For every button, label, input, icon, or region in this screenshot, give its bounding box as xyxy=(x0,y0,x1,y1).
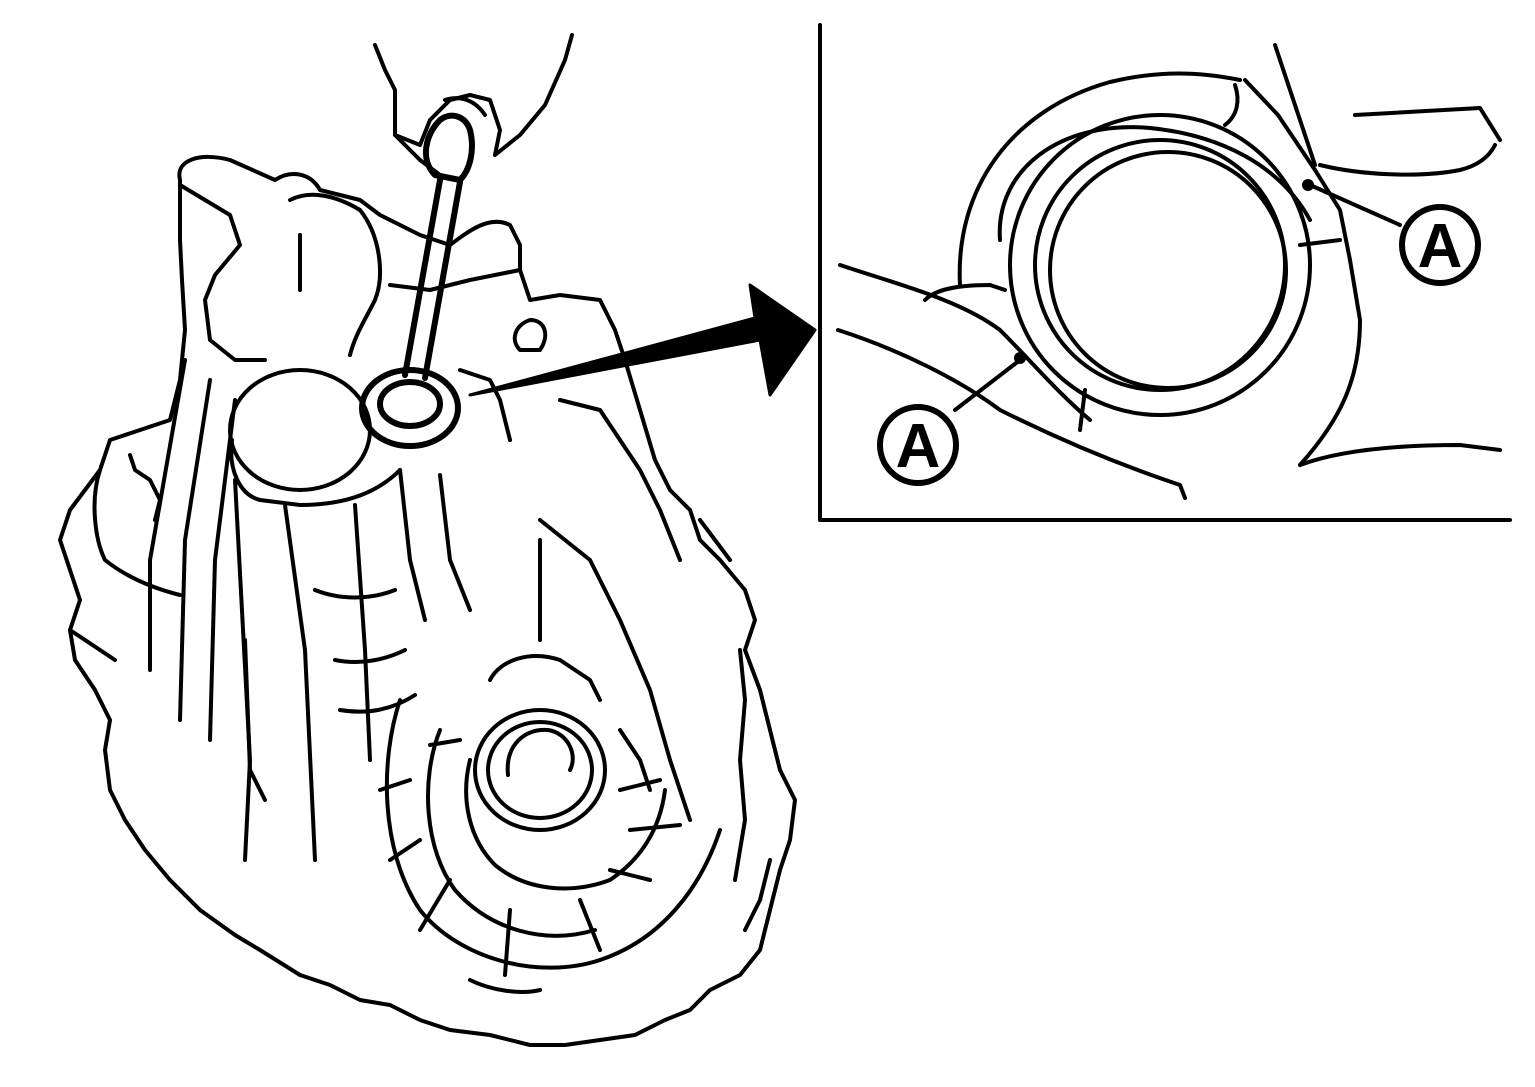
callout-a-upper: A xyxy=(1399,204,1481,286)
seal-middle-ring xyxy=(1033,138,1287,392)
inset-frame xyxy=(818,23,1512,522)
case-outline xyxy=(58,154,797,1047)
detail-inset: A A xyxy=(818,23,1512,522)
callout-a-upper-label: A xyxy=(1418,212,1463,281)
oil-seal xyxy=(359,367,461,449)
seal-inner-ring xyxy=(1048,150,1288,390)
seal-point-upper-dot xyxy=(1302,179,1314,191)
callout-a-lower: A xyxy=(877,404,959,486)
callout-a-lower-label: A xyxy=(896,412,941,481)
hand-outline xyxy=(373,33,574,157)
transaxle-case xyxy=(58,154,797,1047)
seal-outer-ring xyxy=(1008,113,1312,417)
pointer-arrow xyxy=(468,283,817,397)
hand-with-screwdriver xyxy=(373,33,574,381)
seal-point-lower-dot xyxy=(1014,352,1026,364)
